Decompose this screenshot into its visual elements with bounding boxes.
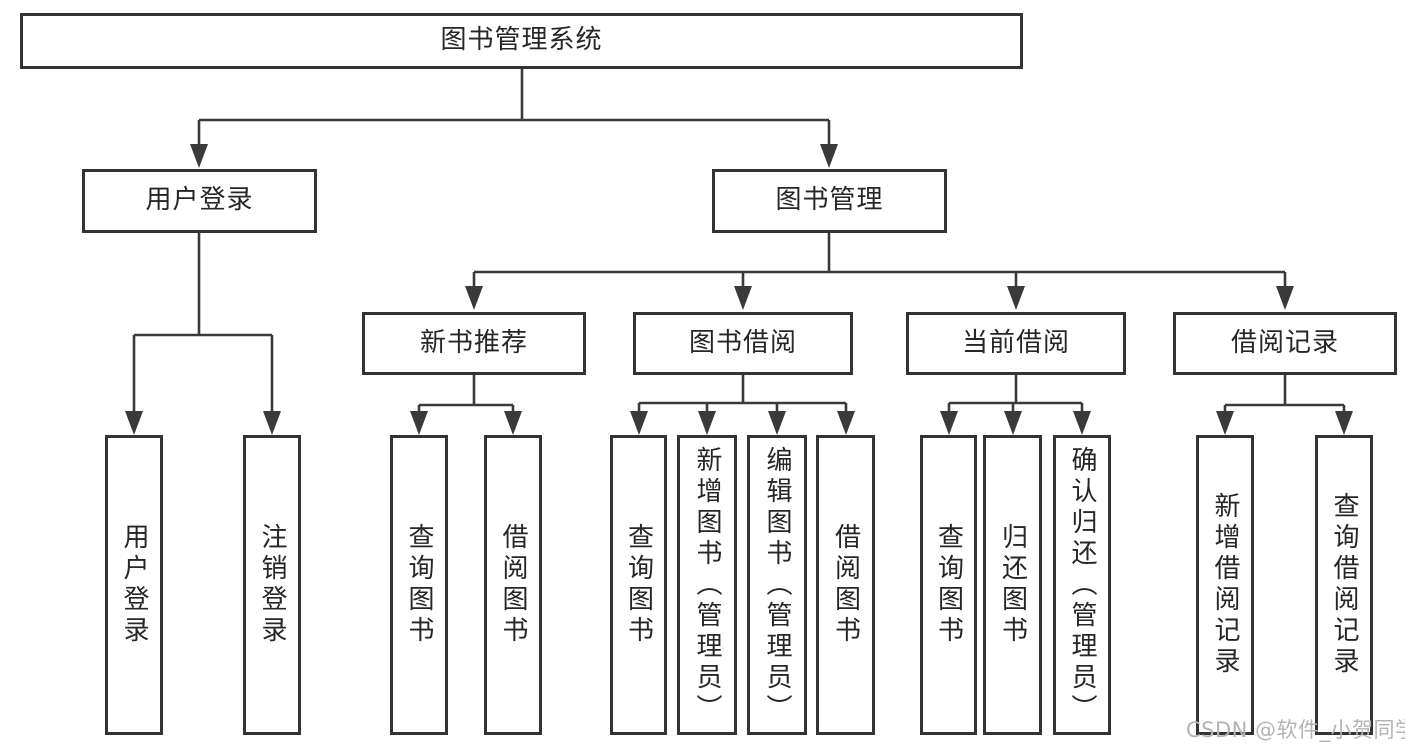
arrowhead-icons (125, 144, 1353, 435)
connector-new-books-to-leaves (417, 375, 515, 413)
arrow-down-icon (125, 411, 143, 435)
leaf-cb-query-books: 查询图书 (920, 435, 977, 735)
node-label: 用户登录 (145, 185, 254, 216)
connector-book-mgmt-to-level3 (472, 233, 1287, 288)
leaf-cb-return-books: 归还图书 (983, 435, 1042, 735)
arrow-down-icon (820, 144, 838, 168)
node-label: 新增借阅记录 (1210, 492, 1240, 678)
arrow-down-icon (698, 411, 716, 435)
node-book-borrow: 图书借阅 (633, 312, 853, 375)
node-label: 归还图书 (997, 523, 1028, 647)
node-label: 当前借阅 (961, 327, 1070, 358)
arrow-down-icon (734, 286, 752, 310)
node-label: 用户登录 (119, 523, 149, 647)
node-label: 借阅图书 (830, 523, 861, 647)
node-label: 图书借阅 (688, 327, 797, 358)
connector-root-to-level2 (197, 69, 831, 146)
arrow-down-icon (940, 411, 958, 435)
leaf-br-add-record: 新增借阅记录 (1196, 435, 1254, 735)
node-new-books: 新书推荐 (362, 312, 586, 375)
node-label: 新增图书（管理员） (692, 445, 722, 725)
node-current-borrow: 当前借阅 (906, 312, 1126, 375)
leaf-bb-add-books-admin: 新增图书（管理员） (677, 435, 737, 735)
arrow-down-icon (465, 286, 483, 310)
connector-borrow-records-to-leaves (1223, 375, 1346, 413)
connector-book-borrow-to-leaves (637, 375, 848, 413)
leaf-logout: 注销登录 (243, 435, 301, 735)
leaf-cb-confirm-return-admin: 确认归还（管理员） (1053, 435, 1111, 735)
arrow-down-icon (504, 411, 522, 435)
node-label: 借阅图书 (498, 523, 528, 647)
arrow-down-icon (1335, 411, 1353, 435)
arrow-down-icon (263, 411, 281, 435)
csdn-watermark: CSDN @软件_小贺同学 (1186, 718, 1405, 742)
node-label: 查询借阅记录 (1329, 492, 1359, 678)
arrow-down-icon (1073, 411, 1091, 435)
node-label: 借阅记录 (1230, 327, 1339, 358)
leaf-bb-query-books: 查询图书 (610, 435, 667, 735)
leaf-bb-borrow-books: 借阅图书 (816, 435, 875, 735)
node-label: 图书管理系统 (440, 25, 603, 56)
connector-user-login-to-leaves (132, 233, 274, 413)
arrow-down-icon (1007, 286, 1025, 310)
node-label: 查询图书 (404, 523, 434, 647)
node-borrow-records: 借阅记录 (1173, 312, 1397, 375)
arrow-down-icon (837, 411, 855, 435)
leaf-nb-query-books: 查询图书 (390, 435, 448, 735)
node-label: 注销登录 (257, 523, 287, 647)
node-label: 编辑图书（管理员） (762, 445, 792, 725)
arrow-down-icon (1276, 286, 1294, 310)
connector-current-borrow-to-leaves (947, 375, 1084, 413)
leaf-user-login: 用户登录 (105, 435, 163, 735)
leaf-br-query-record: 查询借阅记录 (1315, 435, 1373, 735)
arrow-down-icon (190, 144, 208, 168)
arrow-down-icon (410, 411, 428, 435)
node-user-login: 用户登录 (82, 169, 317, 233)
arrow-down-icon (630, 411, 648, 435)
node-label: 查询图书 (933, 523, 964, 647)
node-root: 图书管理系统 (20, 13, 1023, 69)
arrow-down-icon (768, 411, 786, 435)
node-label: 图书管理 (775, 185, 884, 216)
node-label: 新书推荐 (419, 327, 528, 358)
leaf-nb-borrow-books: 借阅图书 (484, 435, 542, 735)
arrow-down-icon (1004, 411, 1022, 435)
node-book-mgmt: 图书管理 (712, 169, 947, 233)
arrow-down-icon (1216, 411, 1234, 435)
node-label: 确认归还（管理员） (1067, 445, 1097, 725)
node-label: 查询图书 (623, 523, 654, 647)
leaf-bb-edit-books-admin: 编辑图书（管理员） (747, 435, 807, 735)
